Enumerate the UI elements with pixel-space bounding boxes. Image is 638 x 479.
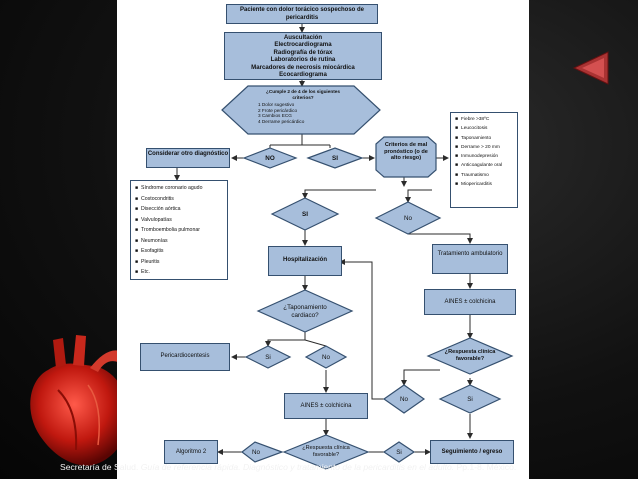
outpatient-node: Tratamiento ambulatorio (432, 244, 508, 274)
prognosis-item: Derrame > 20 mm (455, 143, 513, 152)
exam-item: Laboratorios de rutina (270, 56, 336, 64)
prognosis-item: Traumatismo (455, 171, 513, 180)
favorable-question-right: ¿Respuesta clínica favorable? (444, 349, 496, 362)
no-label-criteria: NO (265, 155, 275, 162)
aines-node-right: AINES ± colchicina (424, 289, 516, 315)
other-dx-item: Costocondritis (135, 194, 223, 205)
other-dx-item: Valvulopatías (135, 215, 223, 226)
prognosis-item: Anticoagulante oral (455, 161, 513, 170)
caption-title: Guía de referencia rápida. Diagnóstico y… (140, 462, 455, 472)
exam-item: Radiografía de tórax (273, 48, 333, 56)
criteria-item: 4 Derrame pericárdico (258, 118, 305, 124)
no-label-tamponade: No (321, 354, 331, 361)
start-node: Paciente con dolor torácico sospechoso d… (226, 4, 378, 24)
poor-prognosis-question: Criterios de mal pronóstico (o de alto r… (384, 142, 428, 162)
si-label-favorable-left: Si (396, 449, 402, 456)
no-label-favorable-right: No (399, 396, 409, 403)
caption-place: México. (486, 462, 517, 472)
caption-source: Secretaría de Salud. (60, 462, 139, 472)
prognosis-item: Fiebre >38ºC (455, 115, 513, 124)
other-diagnosis-list: Síndrome coronario agudo Costocondritis … (130, 180, 228, 280)
prognosis-item: Taponamiento (455, 134, 513, 143)
other-dx-item: Síndrome coronario agudo (135, 183, 223, 194)
aines-node-left: AINES ± colchicina (284, 393, 368, 419)
other-dx-item: Disección aórtica (135, 204, 223, 215)
other-dx-item: Neumonías (135, 236, 223, 247)
tamponade-question: ¿Taponamiento cardiaco? (283, 304, 327, 319)
no-label-favorable-left: No (251, 449, 261, 456)
exam-item: Ecocardiograma (279, 71, 327, 79)
no-label-prognosis: No (403, 215, 413, 222)
other-dx-item: Etc. (135, 267, 223, 278)
criteria-item: 3 Cambios ECG (258, 113, 292, 119)
other-dx-item: Tromboembolia pulmonar (135, 225, 223, 236)
play-arrow-icon[interactable] (568, 48, 612, 88)
hospitalization-node: Hospitalización (268, 246, 342, 276)
other-dx-item: Pleuritis (135, 257, 223, 268)
other-dx-item: Esofagitis (135, 246, 223, 257)
si-label-favorable-right: Si (467, 396, 473, 403)
source-caption: Secretaría de Salud. Guía de referencia … (60, 462, 516, 472)
other-diagnosis-node: Considerar otro diagnóstico (146, 148, 230, 168)
exam-item: Auscultación (283, 34, 323, 41)
si-label-tamponade: Si (265, 354, 271, 361)
si-label-criteria: SI (332, 155, 338, 162)
criteria-item: 2 Frote pericárdico (258, 107, 298, 113)
caption-pages: Pp.1-8. (456, 462, 485, 472)
exam-item: Electrocardiograma (274, 41, 332, 49)
exam-item: Marcadores de necrosis miocárdica (251, 63, 355, 71)
pericardiocentesis-node: Pericardiocentesis (140, 343, 230, 371)
criteria-question: ¿Cumple 2 de 4 de los siguientes criteri… (266, 89, 340, 100)
prognosis-item: Miopericarditis (455, 180, 513, 189)
exams-node: Auscultación Electrocardiograma Radiogra… (224, 32, 382, 80)
favorable-question-left: ¿Respuesta clínica favorable? (302, 445, 350, 458)
si-label-prognosis: SI (302, 211, 308, 218)
poor-prognosis-list: Fiebre >38ºC Leucocitosis Taponamiento D… (450, 112, 518, 208)
heart-icon (30, 335, 129, 466)
prognosis-item: Leucocitosis (455, 124, 513, 133)
algorithm-2-node: Algoritmo 2 (164, 440, 218, 464)
followup-node: Seguimiento / egreso (430, 440, 514, 464)
criteria-item: 1 Dolor sugestivo (258, 102, 295, 107)
criteria-list: 1 Dolor sugestivo 2 Frote pericárdico 3 … (258, 102, 348, 124)
prognosis-item: Inmunodepresión (455, 152, 513, 161)
